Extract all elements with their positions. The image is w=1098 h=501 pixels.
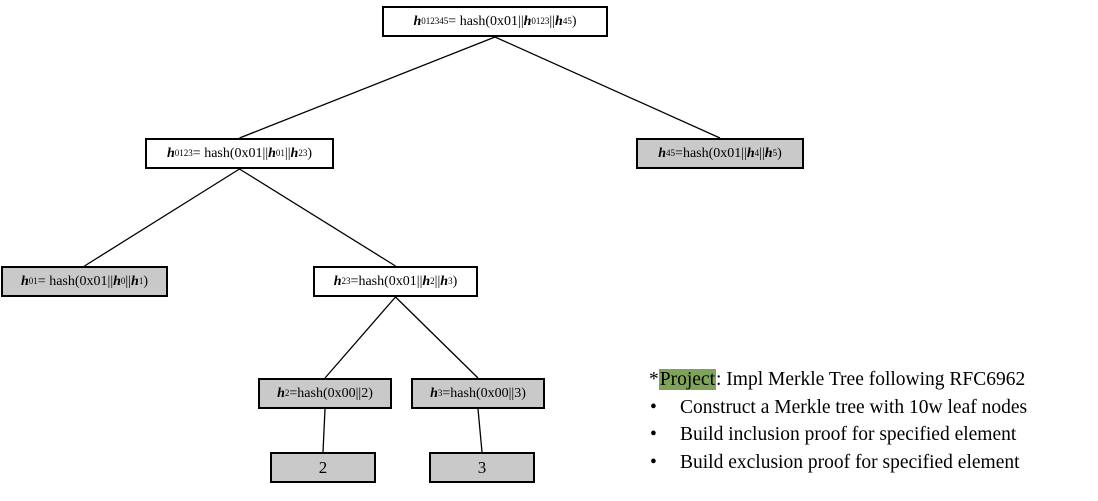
tree-edge-n23-n2 xyxy=(324,296,396,379)
hash-subscript: 4 xyxy=(754,148,760,158)
bullet-dot: • xyxy=(650,396,657,418)
hash-subscript: 45 xyxy=(666,148,676,158)
hash-subscript: 01 xyxy=(275,148,285,158)
node-text: || xyxy=(284,145,291,161)
hash-subscript: 0 xyxy=(120,276,126,286)
hash-subscript: 45 xyxy=(562,16,572,26)
node-text: 3 xyxy=(477,458,487,477)
hash-subscript: 2 xyxy=(430,276,435,286)
hash-symbol: h xyxy=(21,273,29,289)
hash-symbol: h xyxy=(413,13,422,29)
hash-symbol: h xyxy=(658,145,667,161)
project-highlight: Project xyxy=(658,369,716,390)
bullet-item: • Build inclusion proof for specified ele… xyxy=(649,421,1094,449)
node-text: 2 xyxy=(318,458,328,477)
hash-subscript: 1 xyxy=(138,276,144,286)
bullet-item: • Construct a Merkle tree with 10w leaf n… xyxy=(649,394,1094,422)
hash-subscript: 23 xyxy=(341,276,351,286)
hash-subscript: 0123 xyxy=(531,16,550,26)
node-text: ) xyxy=(777,145,782,161)
hash-symbol: h xyxy=(268,145,276,161)
tree-edge-n2-leaf2 xyxy=(322,408,326,453)
hash-symbol: h xyxy=(430,385,438,401)
node-text: = hash(0x01|| xyxy=(192,145,269,161)
project-title: *Project: Impl Merkle Tree following RFC… xyxy=(649,366,1094,394)
hash-subscript: 012345 xyxy=(421,16,449,26)
hash-symbol: h xyxy=(290,145,299,161)
hash-symbol: h xyxy=(131,273,139,289)
tree-edge-root-n0123 xyxy=(239,36,496,139)
node-text: || xyxy=(549,13,556,29)
hash-subscript: 01 xyxy=(28,276,38,286)
bullet-text: Construct a Merkle tree with 10w leaf no… xyxy=(680,396,1028,418)
leaf-node-3: 3 xyxy=(429,452,535,483)
node-text: =hash(0x01|| xyxy=(675,145,747,161)
hash-subscript: 2 xyxy=(284,388,290,398)
tree-edge-root-n45 xyxy=(494,36,721,139)
hash-subscript: 3 xyxy=(448,276,453,286)
hash-symbol: h xyxy=(764,145,773,161)
hash-subscript: 5 xyxy=(772,148,778,158)
hash-symbol: h xyxy=(555,13,563,29)
node-text: =hash(0x00||2) xyxy=(289,385,373,401)
node-text: =hash(0x00||3) xyxy=(442,385,526,401)
tree-edge-n3-leaf3 xyxy=(477,408,483,453)
node-text: || xyxy=(434,273,441,289)
node-text: ) xyxy=(452,273,458,289)
tree-edge-n0123-n01 xyxy=(84,168,240,267)
node-text: || xyxy=(759,145,765,161)
node-text: ) xyxy=(307,145,312,161)
node-text: =hash(0x01|| xyxy=(350,273,423,289)
hash-symbol: h xyxy=(333,273,342,289)
hash-symbol: h xyxy=(167,145,175,161)
bullet-text: Build exclusion proof for specified elem… xyxy=(680,451,1020,473)
hash-symbol: h xyxy=(440,273,449,289)
bullet-item: • Build exclusion proof for specified ele… xyxy=(649,449,1094,477)
hash-symbol: h xyxy=(422,273,431,289)
node-text: || xyxy=(125,273,132,289)
title-rest: : Impl Merkle Tree following RFC6962 xyxy=(715,369,1026,390)
hash-subscript: 0123 xyxy=(174,148,193,158)
node-text: = hash(0x01|| xyxy=(37,273,114,289)
tree-edge-n23-n3 xyxy=(395,296,479,379)
hash-symbol: h xyxy=(746,145,755,161)
bullet-dot: • xyxy=(650,451,657,473)
project-notes: *Project: Impl Merkle Tree following RFC… xyxy=(649,366,1094,476)
bullet-dot: • xyxy=(650,424,657,445)
node-text: ) xyxy=(571,13,577,29)
hash-subscript: 3 xyxy=(437,388,443,398)
node-text: ) xyxy=(143,273,148,289)
hash-subscript: 23 xyxy=(298,148,308,158)
tree-edge-n0123-n23 xyxy=(239,168,396,267)
bullet-text: Build inclusion proof for specified elem… xyxy=(680,424,1017,445)
hash-symbol: h xyxy=(277,385,285,401)
hash-symbol: h xyxy=(113,273,121,289)
hash-symbol: h xyxy=(523,13,532,29)
title-prefix: * xyxy=(649,369,659,390)
node-text: = hash(0x01|| xyxy=(448,13,524,29)
leaf-node-2: 2 xyxy=(270,452,376,483)
